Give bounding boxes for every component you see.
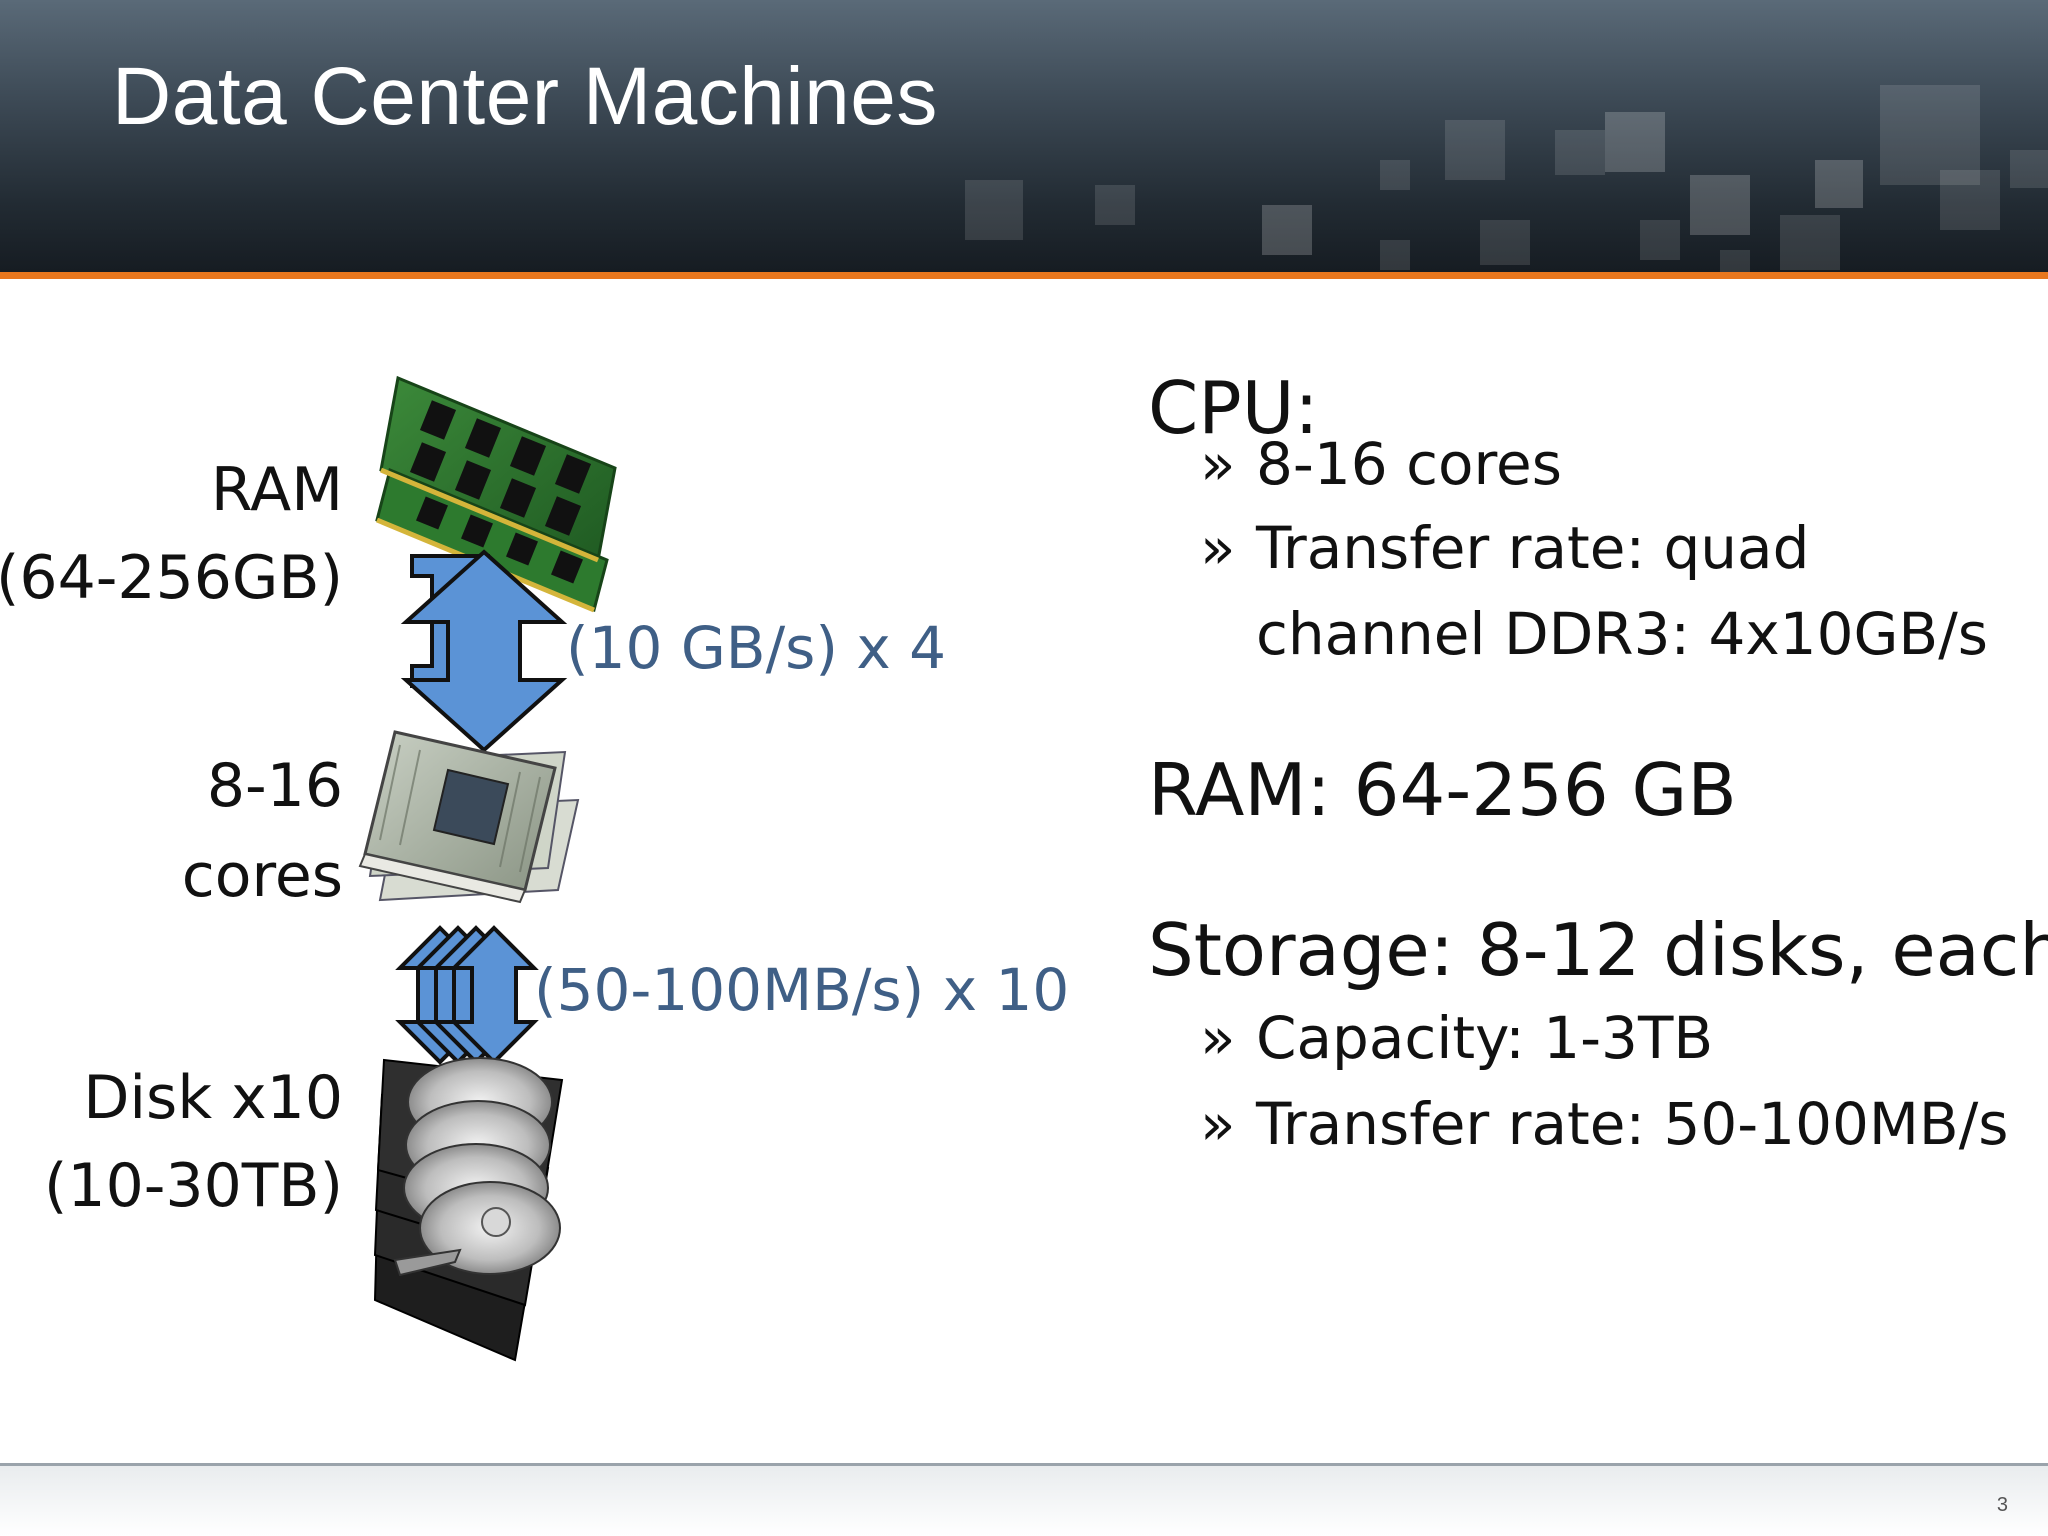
cpu-disk-arrow-icon [395,925,539,1065]
storage-item-text: Capacity: 1-3TB [1256,1004,1714,1072]
storage-item-text: Transfer rate: 50-100MB/s [1256,1090,2009,1158]
storage-heading: Storage: 8-12 disks, each [1148,908,2048,992]
cpu-cores-label: cores [181,841,343,911]
cpu-item-continuation: channel DDR3: 4x10GB/s [1256,600,1988,668]
ram-heading: RAM: 64-256 GB [1148,748,1737,832]
bullet-icon: » [1200,514,1236,582]
cpu-item-text: 8-16 cores [1256,430,1562,498]
page-number: 3 [1996,1494,2008,1516]
disk-label: Disk x10 [83,1063,343,1133]
ram-cpu-rate: (10 GB/s) x 4 [566,614,947,682]
slide-footer [0,1466,2048,1536]
cpu-item-text: Transfer rate: quad [1256,514,1810,582]
cpu-disk-rate: (50-100MB/s) x 10 [534,956,1070,1024]
slide-header [0,0,2048,272]
cpu-chip-icon [358,730,580,904]
hard-disk-stack-icon [373,1057,564,1362]
header-accent-rule [0,272,2048,279]
disk-size-label: (10-30TB) [44,1151,343,1221]
cpu-item: » Transfer rate: quad [1200,514,1809,582]
slide-title: Data Center Machines [112,51,938,142]
bullet-icon: » [1200,430,1236,498]
ram-module-icon [375,375,617,613]
ram-size-label: (64-256GB) [0,543,343,613]
ram-cpu-arrow-icon [400,549,568,753]
cpu-item: » 8-16 cores [1200,430,1562,498]
ram-label: RAM [210,455,343,525]
storage-item: » Transfer rate: 50-100MB/s [1200,1090,2008,1158]
bullet-icon: » [1200,1004,1236,1072]
cpu-count-label: 8-16 [206,751,343,821]
footer-divider [0,1463,2048,1466]
bullet-icon: » [1200,1090,1236,1158]
storage-item: » Capacity: 1-3TB [1200,1004,1713,1072]
cpu-heading: CPU: [1148,366,1319,450]
